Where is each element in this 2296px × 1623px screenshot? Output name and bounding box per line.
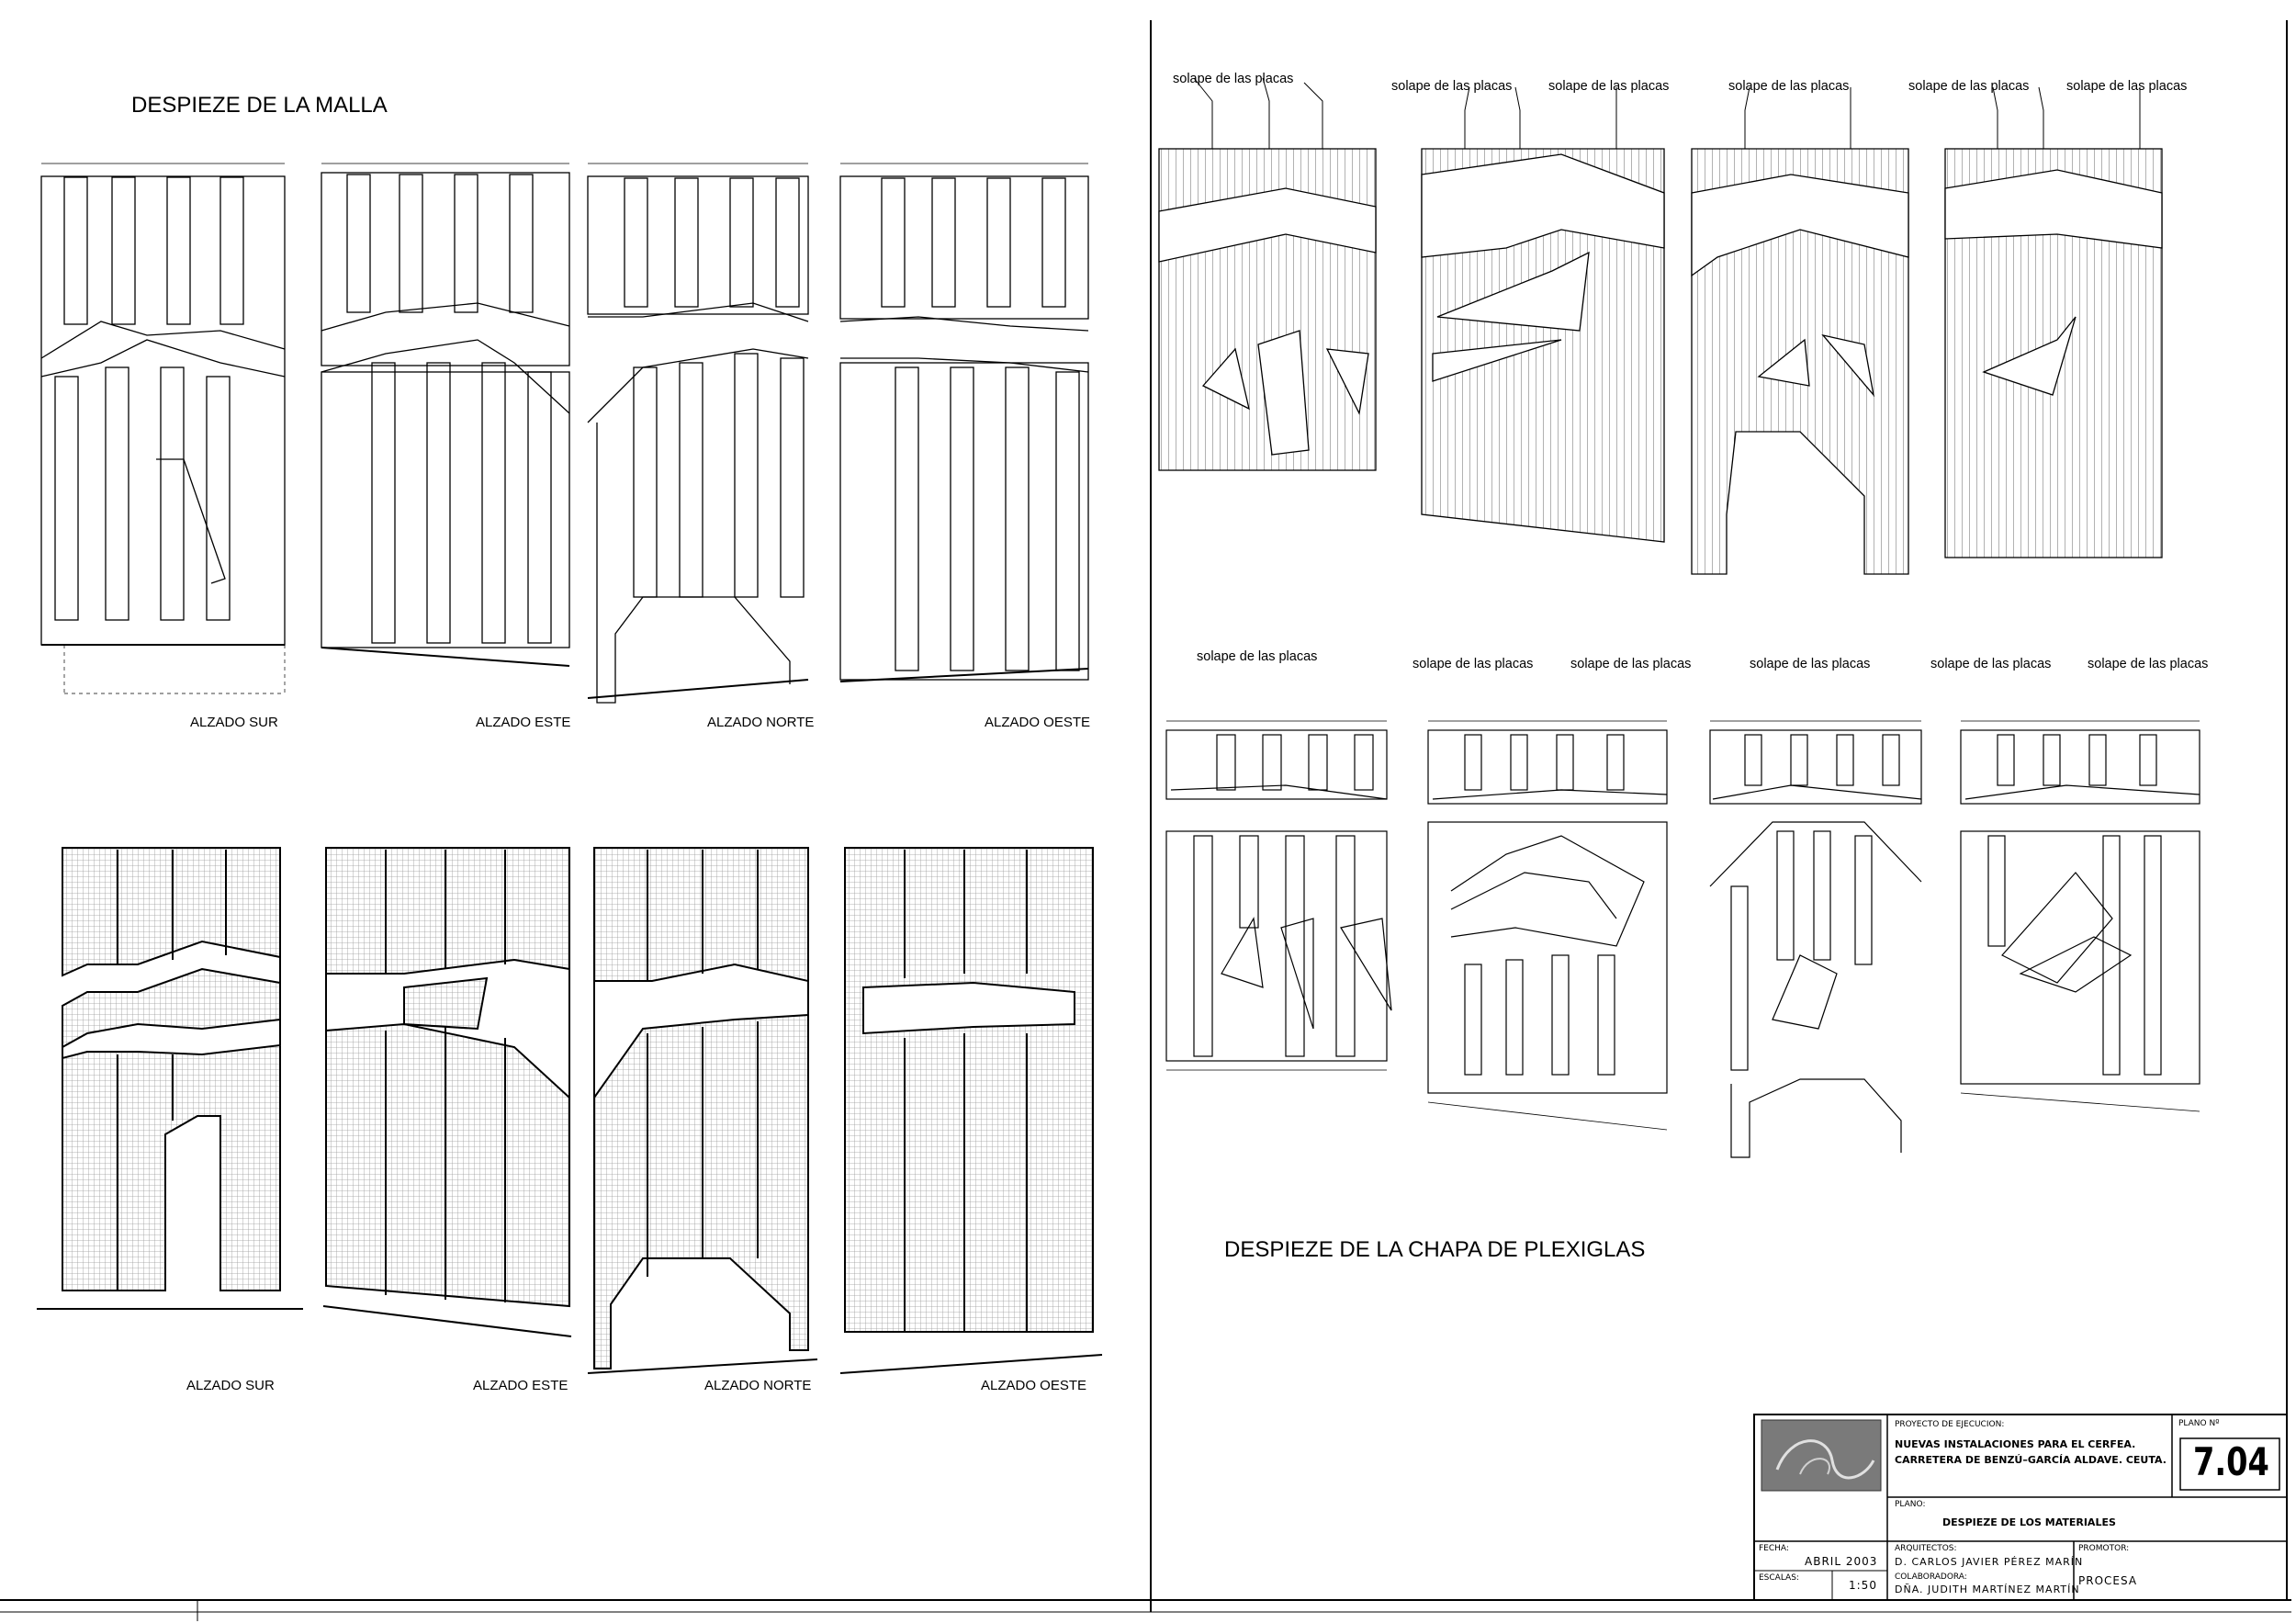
malla-alzado-oeste <box>839 847 1103 1374</box>
caption-malla-top-este: ALZADO ESTE <box>476 715 571 730</box>
plexi-despiece-oeste <box>1960 720 2200 1112</box>
overlap-label: solape de las placas <box>1412 657 1534 671</box>
scale-value: 1:50 <box>1849 1579 1877 1592</box>
overlap-label: solape de las placas <box>1197 649 1318 664</box>
plexiglas-section-title: DESPIEZE DE LA CHAPA DE PLEXIGLAS <box>1224 1237 1646 1262</box>
overlap-label: solape de las placas <box>1908 79 2030 94</box>
plan-label: PLANO: <box>1895 1500 1926 1509</box>
project-name-line2: CARRETERA DE BENZÚ–GARCÍA ALDAVE. CEUTA. <box>1895 1454 2167 1466</box>
caption-malla-bottom-oeste: ALZADO OESTE <box>981 1378 1087 1393</box>
title-block-frame <box>1753 1414 2288 1601</box>
overlap-label: solape de las placas <box>1173 72 1294 86</box>
plexi-despiece-norte <box>1709 720 1922 1158</box>
caption-malla-bottom-norte: ALZADO NORTE <box>704 1378 812 1393</box>
promoter-label: PROMOTOR: <box>2078 1544 2130 1553</box>
malla-alzado-norte <box>587 847 818 1374</box>
architect-name: D. CARLOS JAVIER PÉREZ MARÍN <box>1895 1556 2084 1568</box>
date-label: FECHA: <box>1759 1544 1789 1553</box>
malla-despiece-este <box>321 163 570 667</box>
caption-malla-bottom-sur: ALZADO SUR <box>186 1378 275 1393</box>
collaborator-name: DÑA. JUDITH MARTÍNEZ MARTÍN <box>1895 1584 2080 1595</box>
plexi-alzado-este <box>1421 86 1665 543</box>
plexi-alzado-norte <box>1691 86 1909 575</box>
overlap-label: solape de las placas <box>1570 657 1692 671</box>
scale-label: ESCALAS: <box>1759 1573 1799 1583</box>
plan-number-label: PLANO Nº <box>2178 1419 2220 1428</box>
plexi-despiece-este <box>1427 720 1668 1131</box>
caption-malla-top-oeste: ALZADO OESTE <box>985 715 1091 730</box>
malla-alzado-este <box>322 847 572 1337</box>
plan-title: DESPIEZE DE LOS MATERIALES <box>1942 1516 2116 1528</box>
plexi-alzado-oeste <box>1944 86 2163 558</box>
caption-malla-bottom-este: ALZADO ESTE <box>473 1378 568 1393</box>
overlap-label: solape de las placas <box>1391 79 1513 94</box>
overlap-label: solape de las placas <box>1750 657 1871 671</box>
project-name-line1: NUEVAS INSTALACIONES PARA EL CERFEA. <box>1895 1438 2136 1450</box>
overlap-label: solape de las placas <box>1930 657 2052 671</box>
malla-despiece-sur <box>40 163 286 694</box>
collaborator-label: COLABORADORA: <box>1895 1572 1967 1582</box>
malla-despiece-oeste <box>839 163 1089 682</box>
caption-malla-top-sur: ALZADO SUR <box>190 715 278 730</box>
caption-malla-top-norte: ALZADO NORTE <box>707 715 815 730</box>
plexi-despiece-sur <box>1165 720 1392 1071</box>
project-logo-image <box>1761 1419 1882 1492</box>
malla-section-title: DESPIEZE DE LA MALLA <box>131 93 388 118</box>
architects-label: ARQUITECTOS: <box>1895 1544 1957 1553</box>
malla-despiece-norte <box>587 163 809 704</box>
overlap-label: solape de las placas <box>2088 657 2209 671</box>
plan-number: 7.04 <box>2193 1439 2269 1484</box>
overlap-label: solape de las placas <box>2066 79 2188 94</box>
overlap-label: solape de las placas <box>1728 79 1850 94</box>
date-value: ABRIL 2003 <box>1805 1555 1878 1568</box>
overlap-label: solape de las placas <box>1548 79 1670 94</box>
promoter-name: PROCESA <box>2078 1574 2138 1587</box>
plexi-alzado-sur <box>1158 77 1377 471</box>
malla-alzado-sur <box>37 847 303 1310</box>
project-label: PROYECTO DE EJECUCION: <box>1895 1420 2005 1429</box>
